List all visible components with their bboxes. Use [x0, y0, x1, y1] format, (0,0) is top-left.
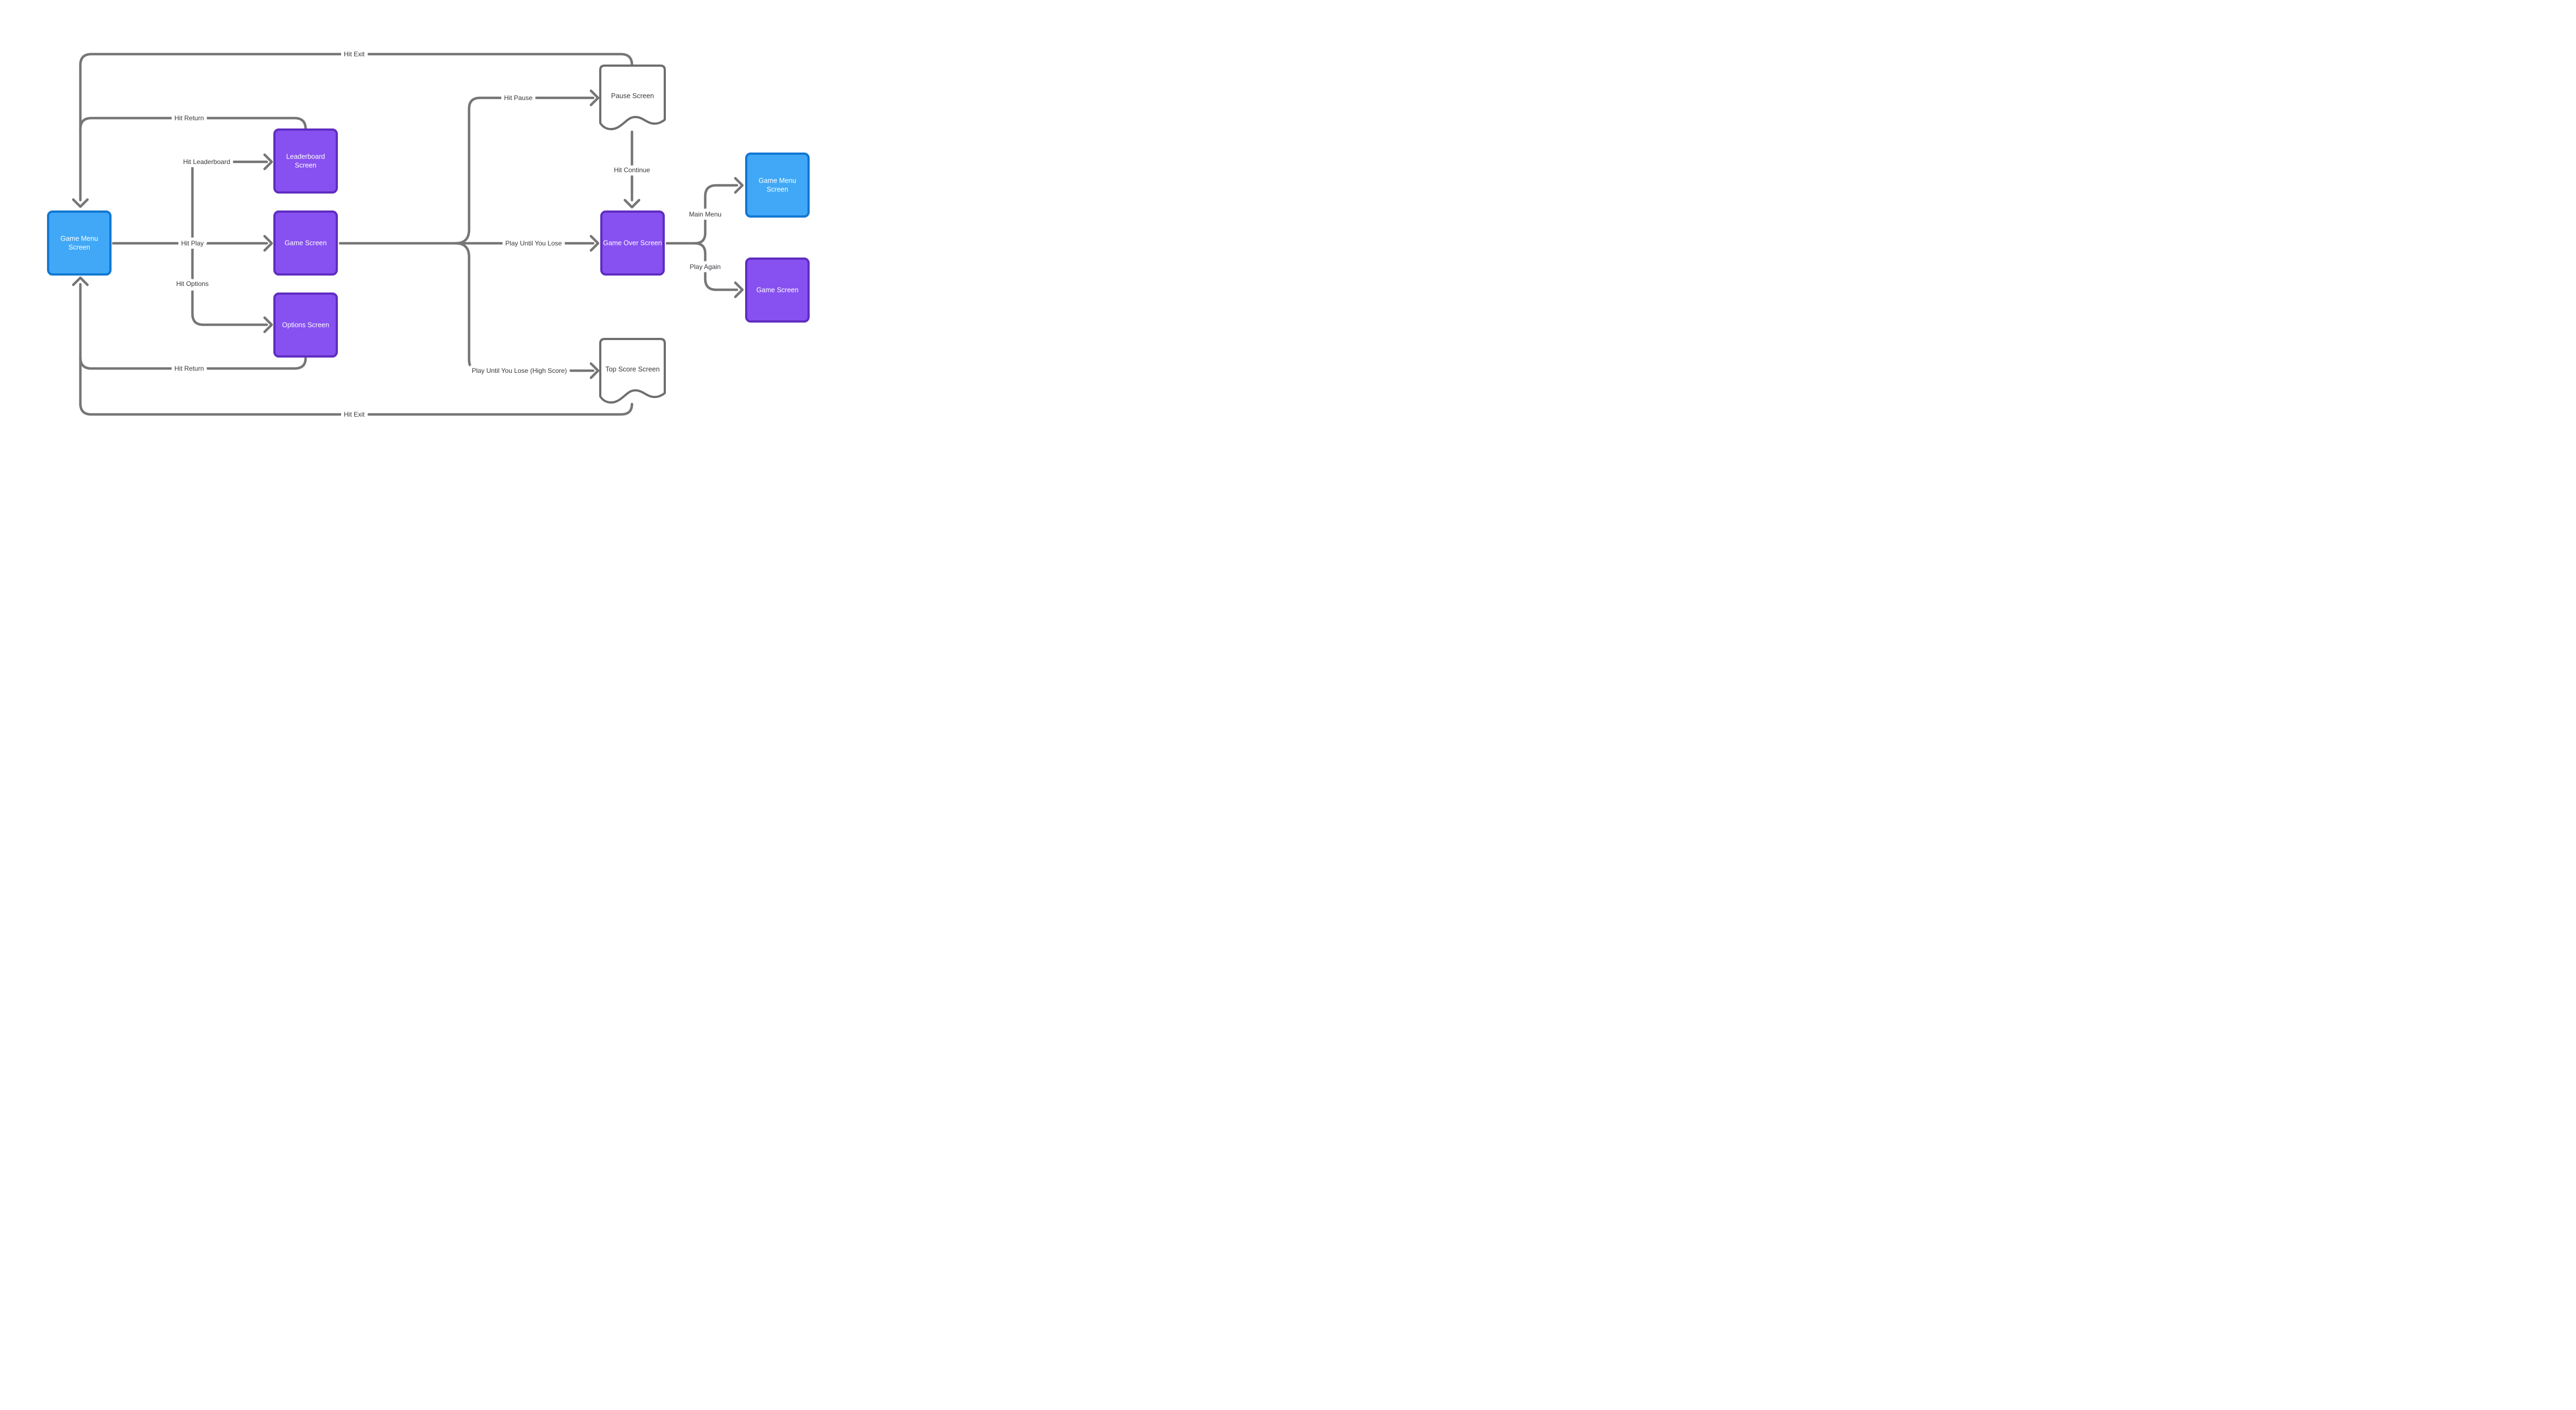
node-game-screen-right[interactable]: Game Screen: [745, 258, 810, 323]
edge-label-main-menu[interactable]: Main Menu: [686, 207, 724, 221]
arrow-into-game-over-left: [589, 235, 600, 252]
edge-label-hit-play[interactable]: Hit Play: [178, 236, 207, 250]
edge-label-hit-return-top[interactable]: Hit Return: [171, 111, 207, 125]
arrow-into-menu-right: [734, 177, 744, 194]
node-pause-screen[interactable]: Pause Screen: [599, 65, 666, 131]
arrow-into-options: [263, 316, 273, 334]
screen-rect-shape[interactable]: [600, 210, 665, 276]
edge-label-hit-continue[interactable]: Hit Continue: [611, 163, 653, 177]
screen-rect-shape[interactable]: [273, 128, 338, 194]
edge-label-hit-exit-top[interactable]: Hit Exit: [341, 47, 368, 61]
node-top-score-screen[interactable]: Top Score Screen: [599, 338, 666, 404]
edge-label-play-until-you-lose[interactable]: Play Until You Lose: [502, 236, 565, 250]
edge-label-hit-leaderboard[interactable]: Hit Leaderboard: [180, 155, 233, 169]
connector-game-over-branch-up[interactable]: [693, 184, 739, 245]
edge-label-hit-options[interactable]: Hit Options: [173, 277, 212, 291]
screen-rect-shape[interactable]: [745, 153, 810, 218]
document-shape[interactable]: [599, 338, 666, 404]
edge-label-hit-exit-bottom[interactable]: Hit Exit: [341, 407, 368, 422]
connector-hit-return-top[interactable]: [79, 116, 307, 131]
arrow-into-menu-bottom: [72, 276, 89, 286]
screen-rect-shape[interactable]: [47, 210, 112, 276]
screen-rect-shape[interactable]: [273, 292, 338, 358]
connector-hit-exit-bottom[interactable]: [79, 283, 634, 416]
screen-rect-shape[interactable]: [745, 258, 810, 323]
node-game-over-screen[interactable]: Game Over Screen: [600, 210, 665, 276]
edge-label-hit-pause[interactable]: Hit Pause: [501, 91, 536, 105]
connector-menu-branch-vertical[interactable]: [191, 163, 268, 326]
document-shape[interactable]: [599, 65, 666, 131]
arrow-into-game-screen-right: [734, 281, 744, 299]
connector-game-over-branch-down[interactable]: [693, 242, 739, 291]
node-options-screen[interactable]: Options Screen: [273, 292, 338, 358]
node-game-screen[interactable]: Game Screen: [273, 210, 338, 276]
arrow-into-game-over-top: [623, 198, 641, 209]
connector-branch-down-high-score[interactable]: [454, 242, 595, 372]
arrow-into-menu-top: [72, 198, 89, 208]
connector-hit-exit-top[interactable]: [79, 52, 634, 202]
edge-label-hit-return-bottom[interactable]: Hit Return: [171, 361, 207, 376]
screen-rect-shape[interactable]: [273, 210, 338, 276]
arrow-into-leaderboard: [263, 153, 273, 171]
edge-label-play-again[interactable]: Play Again: [687, 260, 724, 274]
arrow-into-top-score: [589, 362, 600, 379]
arrow-into-pause: [589, 89, 600, 107]
arrow-into-game-screen: [263, 235, 273, 252]
edge-label-play-until-you-lose-high-score[interactable]: Play Until You Lose (High Score): [469, 364, 570, 378]
connector-branch-up-hit-pause[interactable]: [454, 96, 595, 245]
